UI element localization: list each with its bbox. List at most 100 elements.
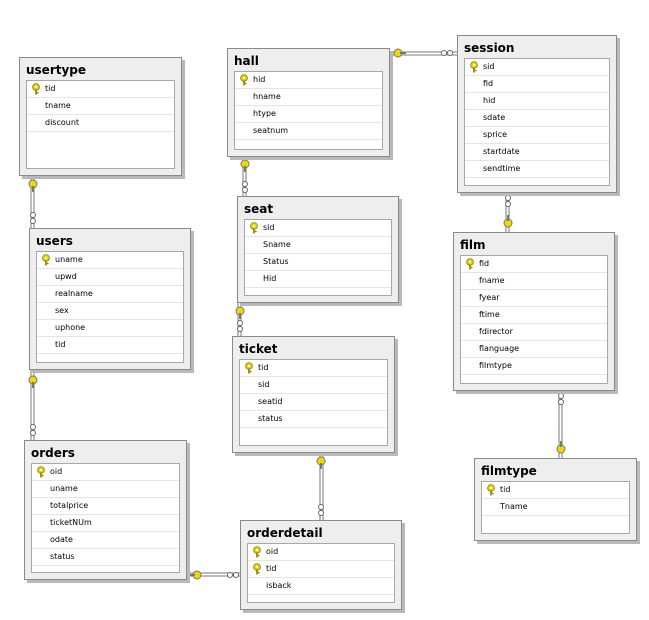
column-name: ftime: [479, 310, 500, 319]
column-name: tid: [55, 340, 66, 349]
table-hall[interactable]: hall hid hname htype seatnum: [227, 48, 390, 157]
column-row[interactable]: tid: [37, 337, 183, 354]
column-row[interactable]: uphone: [37, 320, 183, 337]
table-title: filmtype: [481, 464, 537, 478]
column-name: realname: [55, 289, 93, 298]
column-name: hid: [253, 75, 266, 84]
column-name: fname: [479, 276, 505, 285]
column-name: Tname: [500, 502, 528, 511]
primary-key-icon: [465, 258, 475, 270]
column-row[interactable]: sendtime: [465, 161, 609, 178]
table-film[interactable]: film fid fname fyear ftime fdirector flanguag…: [453, 232, 615, 391]
column-row[interactable]: tname: [27, 98, 174, 115]
column-name: totalprice: [50, 501, 89, 510]
column-row[interactable]: realname: [37, 286, 183, 303]
table-title: orderdetail: [247, 526, 323, 540]
table-title: hall: [234, 54, 259, 68]
column-name: fid: [483, 79, 494, 88]
column-row[interactable]: ftime: [461, 307, 607, 324]
primary-key-icon: [31, 83, 41, 95]
column-row[interactable]: status: [32, 549, 179, 566]
column-name: fyear: [479, 293, 500, 302]
column-name: seatid: [258, 397, 283, 406]
primary-key-icon: [252, 563, 262, 575]
column-row[interactable]: sex: [37, 303, 183, 320]
column-row[interactable]: oid: [248, 544, 394, 561]
column-row[interactable]: isback: [248, 578, 394, 595]
table-title: users: [36, 234, 73, 248]
column-name: uname: [55, 255, 83, 264]
table-title: ticket: [239, 342, 278, 356]
column-name: sdate: [483, 113, 506, 122]
column-row[interactable]: fname: [461, 273, 607, 290]
column-row[interactable]: uname: [37, 252, 183, 269]
column-row[interactable]: discount: [27, 115, 174, 132]
column-row[interactable]: fdirector: [461, 324, 607, 341]
column-row[interactable]: Status: [245, 254, 391, 271]
column-row[interactable]: tid: [248, 561, 394, 578]
column-row[interactable]: Hid: [245, 271, 391, 288]
table-title: film: [460, 238, 486, 252]
column-row[interactable]: hid: [465, 93, 609, 110]
column-row[interactable]: hid: [235, 72, 382, 89]
column-row[interactable]: totalprice: [32, 498, 179, 515]
column-row[interactable]: sdate: [465, 110, 609, 127]
column-name: sprice: [483, 130, 508, 139]
column-name: tid: [45, 84, 56, 93]
table-users[interactable]: users uname upwd realname sex uphone tid: [29, 228, 191, 370]
column-row[interactable]: Tname: [482, 499, 629, 516]
column-row[interactable]: tid: [482, 482, 629, 499]
column-name: htype: [253, 109, 276, 118]
column-name: sex: [55, 306, 69, 315]
table-orderdetail[interactable]: orderdetail oid tid isback: [240, 520, 402, 610]
column-name: oid: [266, 547, 279, 556]
column-row[interactable]: sprice: [465, 127, 609, 144]
table-session[interactable]: session sid fid hid sdate sprice startdate sen…: [457, 35, 617, 193]
primary-key-icon: [252, 546, 262, 558]
column-row[interactable]: fyear: [461, 290, 607, 307]
column-row[interactable]: sid: [465, 59, 609, 76]
column-row[interactable]: filmtype: [461, 358, 607, 375]
column-row[interactable]: Sname: [245, 237, 391, 254]
primary-key-icon: [244, 362, 254, 374]
column-list: uname upwd realname sex uphone tid: [36, 251, 184, 363]
column-row[interactable]: odate: [32, 532, 179, 549]
column-name: startdate: [483, 147, 520, 156]
column-name: status: [258, 414, 283, 423]
column-row[interactable]: upwd: [37, 269, 183, 286]
column-row[interactable]: status: [240, 411, 387, 428]
column-name: flanguage: [479, 344, 520, 353]
column-row[interactable]: oid: [32, 464, 179, 481]
column-row[interactable]: startdate: [465, 144, 609, 161]
column-row[interactable]: sid: [245, 220, 391, 237]
column-row[interactable]: ticketNUm: [32, 515, 179, 532]
column-row[interactable]: hname: [235, 89, 382, 106]
column-row[interactable]: fid: [461, 256, 607, 273]
column-name: Hid: [263, 274, 277, 283]
primary-key-icon: [486, 484, 496, 496]
column-row[interactable]: tid: [27, 81, 174, 98]
column-name: tname: [45, 101, 71, 110]
column-list: oid tid isback: [247, 543, 395, 603]
column-name: sendtime: [483, 164, 521, 173]
column-row[interactable]: seatnum: [235, 123, 382, 140]
column-row[interactable]: uname: [32, 481, 179, 498]
column-row[interactable]: tid: [240, 360, 387, 377]
column-row[interactable]: flanguage: [461, 341, 607, 358]
column-list: tid tname discount: [26, 80, 175, 169]
column-list: fid fname fyear ftime fdirector flanguage film…: [460, 255, 608, 384]
table-title: session: [464, 41, 515, 55]
column-row[interactable]: sid: [240, 377, 387, 394]
column-name: sid: [483, 62, 495, 71]
column-name: Status: [263, 257, 289, 266]
column-row[interactable]: fid: [465, 76, 609, 93]
column-name: isback: [266, 581, 292, 590]
column-row[interactable]: seatid: [240, 394, 387, 411]
column-row[interactable]: htype: [235, 106, 382, 123]
